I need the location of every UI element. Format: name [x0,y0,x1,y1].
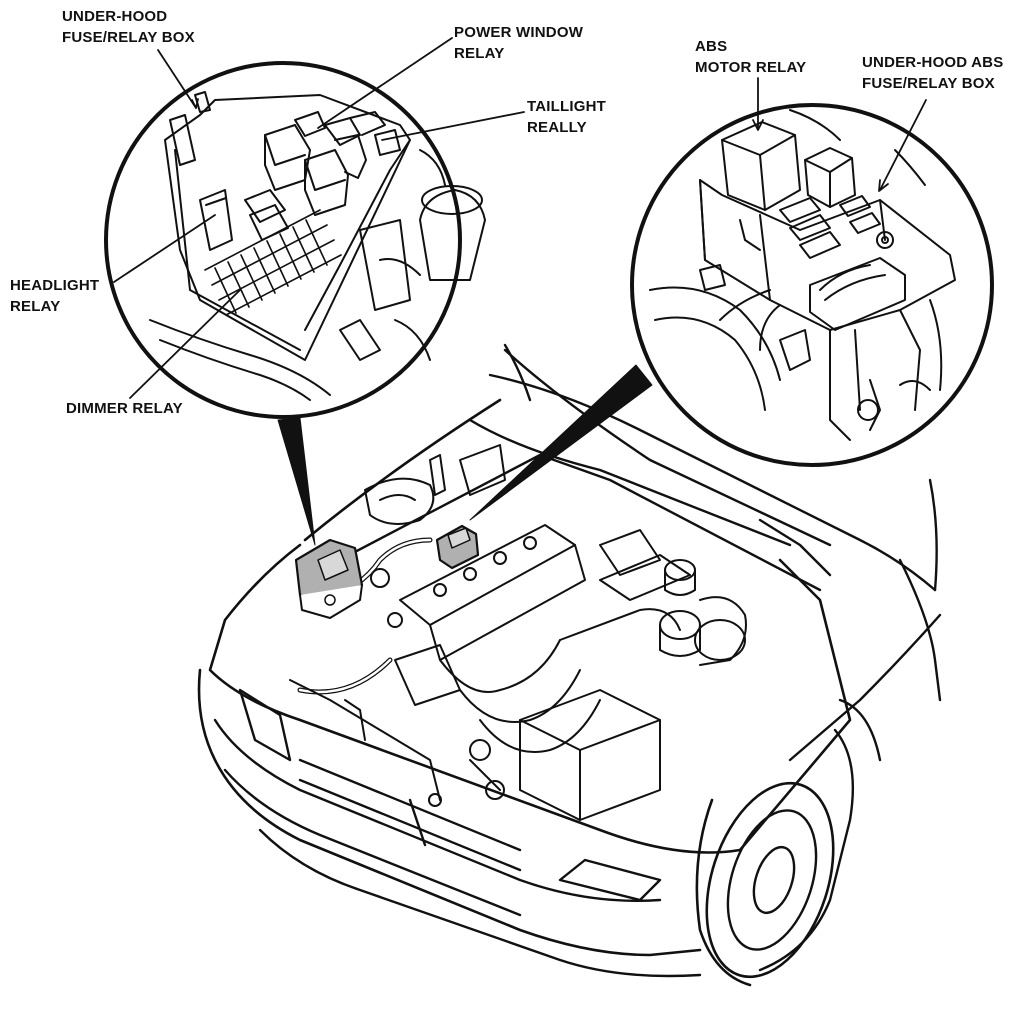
label-line: RELAY [454,45,505,62]
label-dimmer-relay: DIMMER RELAY [66,398,183,419]
fuse-box-detail-view [104,61,486,419]
leader-power-window-relay [317,37,453,129]
label-line: UNDER-HOOD ABS [862,54,1004,71]
label-taillight-relay: TAILLIGHT REALLY [527,96,606,138]
label-power-window-relay: POWER WINDOW RELAY [454,22,583,64]
label-line: DIMMER RELAY [66,400,183,417]
right-detail-pointer [469,364,653,521]
leader-abs-fuse-box [879,99,927,191]
label-line: ABS [695,38,728,55]
label-line: UNDER-HOOD [62,8,168,25]
abs-box-location-marker [435,524,480,570]
label-underhood-abs-fuse-relay-box: UNDER-HOOD ABS FUSE/RELAY BOX [862,52,1003,94]
label-line: MOTOR RELAY [695,59,807,76]
label-underhood-fuse-relay-box: UNDER-HOOD FUSE/RELAY BOX [62,6,195,48]
fuse-rows [204,209,342,316]
car-illustration [197,343,942,987]
leader-dimmer-relay [129,289,241,399]
label-line: FUSE/RELAY BOX [862,75,995,92]
leader-headlight-relay [113,214,216,283]
label-line: REALLY [527,119,587,136]
label-line: FUSE/RELAY BOX [62,29,195,46]
label-line: POWER WINDOW [454,24,584,41]
abs-box-detail-view [630,103,994,467]
label-headlight-relay: HEADLIGHT RELAY [10,275,99,317]
fuse-box-location-marker [294,538,364,619]
label-line: TAILLIGHT [527,98,607,115]
leader-taillight-relay [381,111,525,141]
left-detail-pointer [277,417,316,546]
leader-lines [113,37,927,399]
label-line: HEADLIGHT [10,277,100,294]
leader-underhood-fuse-box [157,49,197,109]
label-abs-motor-relay: ABS MOTOR RELAY [695,36,806,78]
label-line: RELAY [10,298,61,315]
